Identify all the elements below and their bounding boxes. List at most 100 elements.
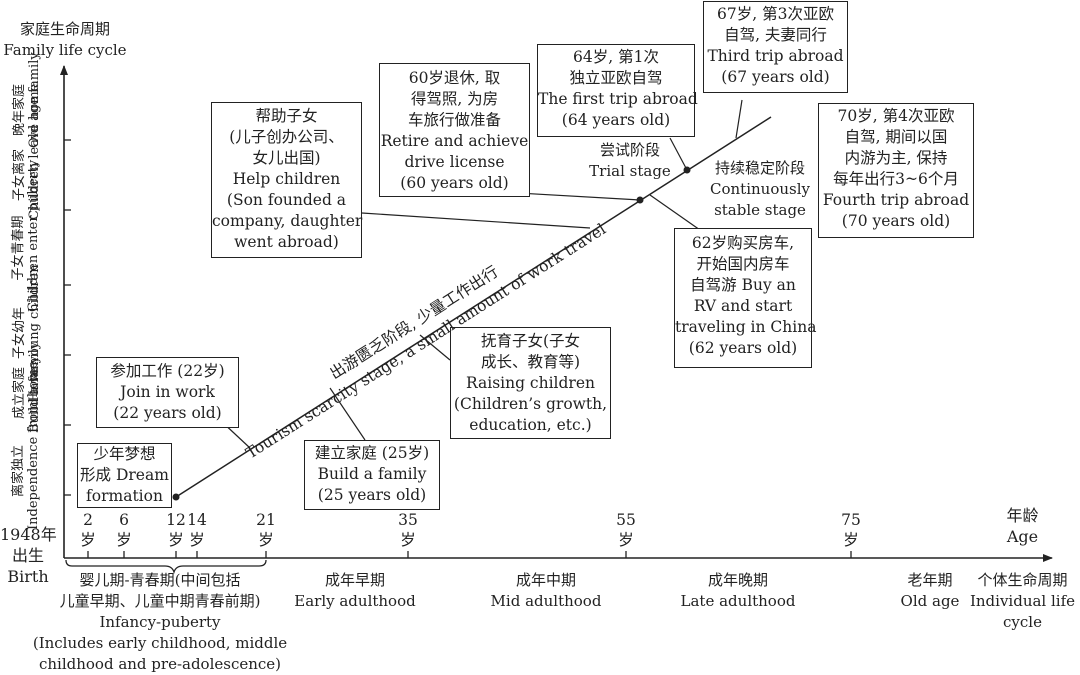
stage-line: Infancy-puberty: [99, 613, 221, 631]
age-tick-value: 21: [256, 511, 276, 529]
stage-infancy: 婴儿期-青春期(中间包括 儿童早期、儿童中期青春前期) Infancy-pube…: [20, 570, 300, 675]
y-axis-ticks: [64, 139, 71, 496]
phase-line: 持续稳定阶段: [714, 159, 805, 177]
event-line: (70 years old): [841, 212, 951, 230]
stage-line: Mid adulthood: [490, 592, 602, 610]
event-line: Fourth trip abroad: [822, 191, 970, 209]
phase-trial: 尝试阶段 Trial stage: [580, 140, 680, 182]
event-line: Raising children: [465, 374, 596, 392]
event-line: 独立亚欧自驾: [569, 69, 663, 87]
event-line: 形成 Dream: [80, 466, 169, 484]
event-build-family: 建立家庭 (25岁) Build a family (25 years old): [304, 440, 440, 510]
event-line: 抚育子女(子女: [480, 332, 581, 350]
phase-line: Continuously: [710, 180, 810, 198]
event-line: company, daughter: [212, 212, 363, 230]
age-tick-unit: 岁: [843, 531, 859, 549]
event-line: 建立家庭 (25岁): [314, 444, 430, 462]
age-tick-21: 21 岁: [251, 510, 281, 550]
event-line: went abroad): [234, 233, 339, 251]
event-line: 得驾照, 为房: [410, 90, 499, 108]
event-line: 车旅行做准备: [407, 111, 501, 129]
age-tick-value: 2: [83, 511, 93, 529]
event-line: Join in work: [120, 383, 215, 401]
event-raising-children: 抚育子女(子女 成长、教育等) Raising children (Childr…: [450, 327, 611, 439]
stage-line: 成年中期: [515, 571, 576, 589]
age-tick-unit: 岁: [618, 531, 634, 549]
age-tick-unit: 岁: [258, 531, 274, 549]
stage-line: (Includes early childhood, middle: [32, 634, 288, 652]
event-line: traveling in China: [675, 318, 817, 336]
event-line: (22 years old): [113, 404, 222, 422]
age-tick-35: 35 岁: [393, 510, 423, 550]
stage-line: Early adulthood: [294, 592, 416, 610]
stage-early-adulthood: 成年早期 Early adulthood: [285, 570, 425, 612]
age-tick-unit: 岁: [168, 531, 184, 549]
event-line: 女儿出国): [252, 149, 321, 167]
event-line: 70岁, 第4次亚欧: [837, 107, 955, 125]
stage-line: 婴儿期-青春期(中间包括: [79, 571, 241, 589]
x-axis-ticks: [87, 551, 852, 558]
x-axis-title-zh: 年龄: [1006, 506, 1039, 525]
infancy-brace: [65, 559, 267, 575]
age-tick-value: 55: [616, 511, 636, 529]
family-stage-en: Old age family: [27, 52, 42, 148]
event-join-work: 参加工作 (22岁) Join in work (22 years old): [96, 357, 239, 428]
age-tick-value: 35: [398, 511, 418, 529]
y-axis-title-zh: 家庭生命周期: [19, 20, 110, 38]
age-tick-55: 55 岁: [611, 510, 641, 550]
event-dream-formation: 少年梦想 形成 Dream formation: [77, 443, 172, 508]
event-line: 成长、教育等): [480, 353, 581, 371]
event-line: RV and start: [693, 297, 793, 315]
event-line: (25 years old): [317, 486, 427, 504]
event-buy-rv: 62岁购买房车, 开始国内房车 自驾游 Buy an RV and start …: [674, 228, 817, 368]
event-line: The first trip abroad: [538, 90, 698, 108]
stage-line: 成年晚期: [707, 571, 768, 589]
event-line: (Children’s growth,: [453, 395, 608, 413]
life-trajectory-line: [175, 116, 772, 498]
event-third-trip: 67岁, 第3次亚欧 自驾, 夫妻同行 Third trip abroad (6…: [703, 1, 848, 93]
stage-line: 个体生命周期: [977, 571, 1068, 589]
stage-line: Old age: [900, 592, 960, 610]
age-tick-unit: 岁: [80, 531, 96, 549]
y-axis-title-en: Family life cycle: [3, 41, 127, 59]
origin-year: 1948年: [0, 525, 57, 544]
origin-en: Birth: [7, 567, 49, 586]
event-line: 自驾游 Buy an: [690, 276, 796, 294]
stage-line: 成年早期: [324, 571, 385, 589]
phase-stable: 持续稳定阶段 Continuously stable stage: [700, 158, 820, 221]
event-line: 自驾, 夫妻同行: [724, 26, 827, 44]
event-line: (60 years old): [400, 174, 509, 192]
stage-mid-adulthood: 成年中期 Mid adulthood: [476, 570, 616, 612]
stage-line: childhood and pre-adolescence): [38, 655, 282, 673]
event-line: 少年梦想: [93, 445, 156, 463]
stage-line: cycle: [1003, 613, 1042, 631]
family-stage-zh: 晚年家庭: [12, 84, 27, 137]
age-tick-value: 14: [187, 511, 207, 529]
event-line: education, etc.): [469, 416, 592, 434]
event-line: 开始国内房车: [696, 255, 790, 273]
origin-zh: 出生: [11, 546, 44, 565]
event-line: (62 years old): [688, 339, 798, 357]
stage-late-adulthood: 成年晚期 Late adulthood: [668, 570, 808, 612]
event-line: Build a family: [317, 465, 427, 483]
event-line: 参加工作 (22岁): [110, 362, 225, 380]
event-line: drive license: [404, 153, 505, 171]
phase-line: 尝试阶段: [599, 141, 660, 159]
event-line: 60岁退休, 取: [408, 69, 501, 87]
event-line: (67 years old): [721, 68, 830, 86]
origin-label: 1948年 出生 Birth: [0, 524, 57, 587]
event-line: (Son founded a: [226, 191, 347, 209]
stage-old-age: 老年期 Old age: [890, 570, 970, 612]
event-line: 64岁, 第1次: [573, 48, 659, 66]
event-retire: 60岁退休, 取 得驾照, 为房 车旅行做准备 Retire and achie…: [379, 63, 530, 197]
x-axis-title: 年龄 Age: [995, 505, 1050, 547]
event-fourth-trip: 70岁, 第4次亚欧 自驾, 期间以国 内游为主, 保持 每年出行3~6个月 F…: [818, 103, 974, 238]
event-line: (儿子创办公司、: [229, 128, 344, 146]
event-line: (64 years old): [561, 111, 671, 129]
age-tick-unit: 岁: [400, 531, 416, 549]
